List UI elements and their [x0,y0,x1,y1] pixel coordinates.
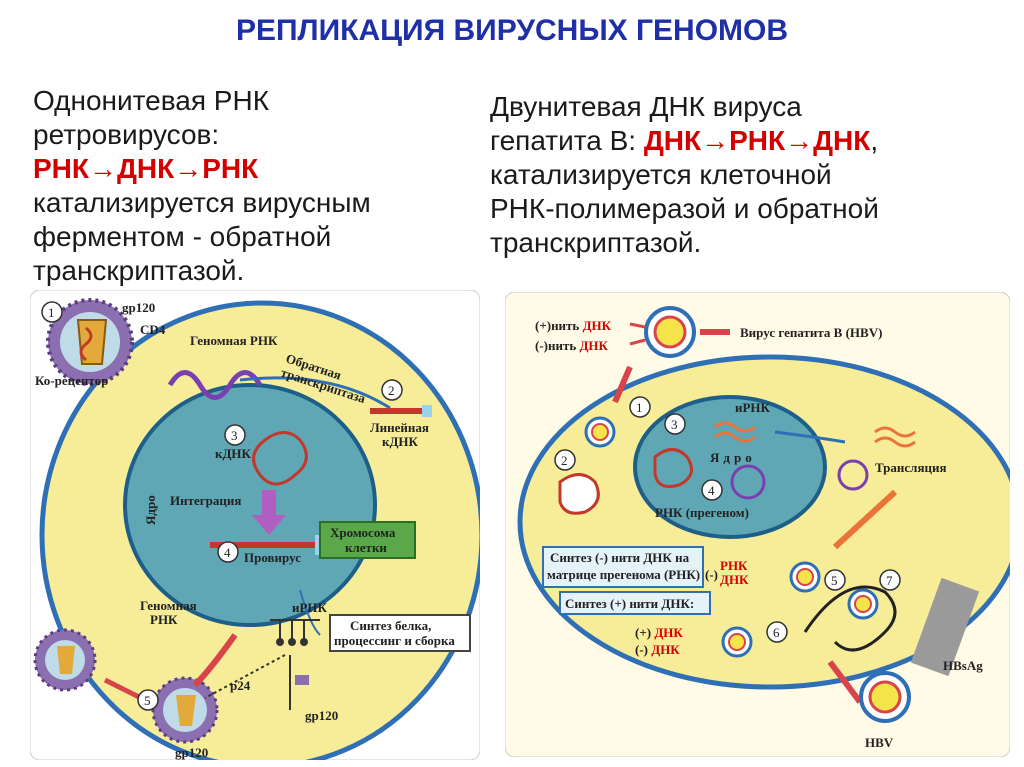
budding-virion [151,676,219,744]
label-gp120-mid: gp120 [305,708,338,723]
retrovirus-diagram: 1 2 3 4 5 gp120 CD4 Геномная РНК Ко-реце… [30,290,480,760]
step-4: 4 [224,545,231,560]
label-genomic-rna2-2: РНК [150,612,178,627]
circular-cdna [252,431,308,486]
label-mrna: иРНК [735,400,771,415]
left-caption-scheme: РНК→ДНК→РНК [33,153,259,184]
label-rna: РНК [720,558,748,573]
incoming-virion [46,298,134,386]
label-minus-dna: (-) ДНК [635,642,680,657]
hbsag-particles [910,577,980,677]
label-provirus: Провирус [244,550,301,565]
released-virion [33,628,97,692]
right-caption-line5: транскриптазой. [490,227,702,258]
label-integration: Интеграция [170,493,241,508]
label-hbv-title: Вирус гепатита В (HBV) [740,325,882,340]
label-nucleus: Ядро [710,450,756,465]
label-chromosome-1: Хромосома [330,525,396,540]
hbv-virion-released [859,671,911,723]
right-caption-line4: РНК-полимеразой и обратной [490,193,879,224]
label-genomic-rna2-1: Геномная [140,598,197,613]
left-caption-line6: транскриптазой. [33,255,245,286]
label-genomic-rna: Геномная РНК [190,333,278,348]
label-translation: Трансляция [875,460,947,475]
step-2: 2 [388,383,395,398]
polysome [270,619,320,646]
label-gp120-top: gp120 [122,300,155,315]
left-caption-line1: Однонитевая РНК [33,85,270,116]
label-syn-minus-2: матрице прегенома (РНК) [547,567,700,582]
label-mrna: иРНК [292,600,328,615]
chromosome-box [319,521,416,559]
label-syn-plus: Синтез (+) нити ДНК: [565,596,694,611]
step-1: 1 [636,400,643,415]
label-linear-1: Линейная [370,420,429,435]
step-4: 4 [708,483,715,498]
left-caption-line4: катализируется вирусным [33,187,371,218]
step-3: 3 [671,417,678,432]
label-cd4: CD4 [140,322,166,337]
step-markers [41,301,403,711]
step-1: 1 [48,305,55,320]
cell-nucleus [123,383,377,627]
label-chromosome-2: клетки [345,540,387,555]
cccdna-nucleus [653,448,693,488]
right-caption-line2: гепатита В: ДНК→РНК→ДНК, [490,125,879,156]
step-markers [554,396,901,643]
right-caption-scheme: ДНК→РНК→ДНК [643,125,871,156]
minus-synthesis-box [542,546,704,588]
step-3: 3 [231,428,238,443]
left-caption-line2: ретровирусов: [33,119,220,150]
step-2: 2 [561,453,568,468]
hbv-virion-top [644,306,696,358]
step-5: 5 [831,573,838,588]
step-5: 5 [144,693,151,708]
label-pregenome: РНК (прегеном) [655,505,749,520]
slide-title: РЕПЛИКАЦИЯ ВИРУСНЫХ ГЕНОМОВ [235,14,789,47]
label-syn-minus-1: Синтез (-) нити ДНК на [550,550,690,565]
label-hbv: HBV [865,735,894,750]
left-caption-line5: ферментом - обратной [33,221,332,252]
label-cdna: кДНК [215,446,252,461]
label-minus-sign: (-) [705,567,718,582]
label-minus-strand: (-)нить ДНК [535,338,609,353]
label-dna-minus: ДНК [720,572,749,587]
hbv-diagram: 1 2 3 4 5 6 7 (+)нить ДНК (-)нить ДНК Ви… [505,292,1010,757]
linear-cdna [370,408,425,414]
step-6: 6 [773,625,780,640]
label-coreceptor: Ко-рецептор [35,373,108,388]
label-synthesis-1: Синтез белка, [350,618,431,633]
label-plus-strand: (+)нить ДНК [535,318,612,333]
genomic-rna-strand [167,370,263,400]
capsids [584,416,879,658]
right-caption: Двунитевая ДНК вируса гепатита В: ДНК→РН… [490,90,990,260]
label-hbsag: HBsAg [943,658,983,673]
label-gp120-bottom: gp120 [175,745,208,760]
left-caption: Однонитевая РНК ретровирусов: РНК→ДНК→РН… [33,84,463,288]
right-caption-prefix: гепатита В: [490,125,644,156]
label-p24: p24 [230,678,251,693]
right-caption-line1: Двунитевая ДНК вируса [490,91,802,122]
label-linear-2: кДНК [382,434,419,449]
label-synthesis-2: процессинг и сборка [334,633,455,648]
cccdna-cytoplasm [558,473,600,515]
label-nucleus: Ядро [143,495,158,525]
label-plus-dna: (+) ДНК [635,625,683,640]
synthesis-box [329,614,471,652]
step-7: 7 [886,573,893,588]
right-caption-line3: катализируется клеточной [490,159,832,190]
plus-synthesis-box [559,591,711,615]
